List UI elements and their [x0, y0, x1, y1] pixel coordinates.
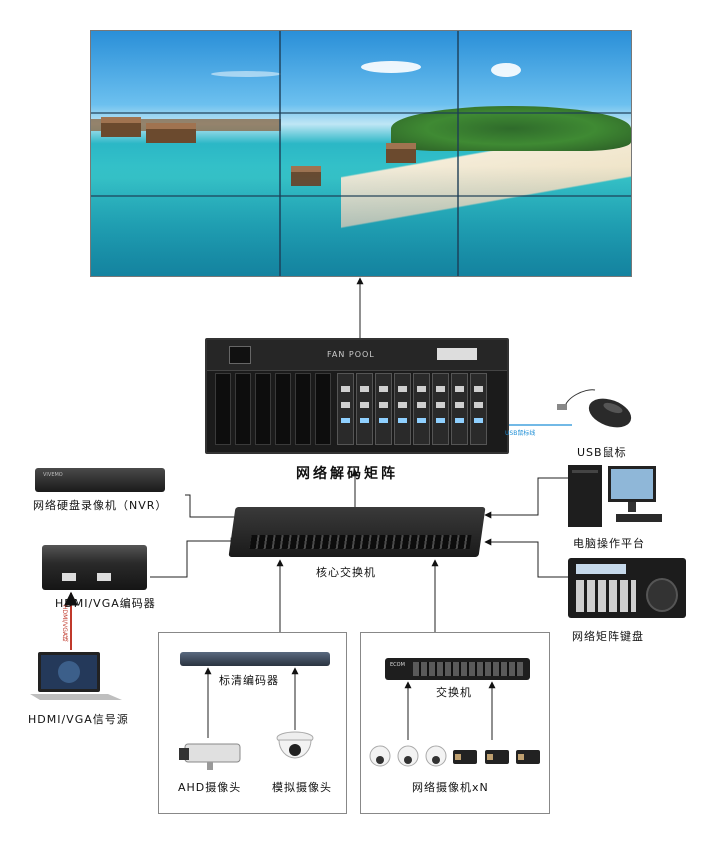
encoder-port: [62, 573, 76, 581]
hdmi-encoder-device: [42, 545, 147, 590]
nvr-brand: VIVEMO: [43, 472, 63, 478]
line-encoder-to-switch: [150, 537, 238, 578]
decoder-card: [470, 373, 487, 445]
cloud: [211, 71, 281, 77]
usb-mouse-label: USB鼠标: [577, 446, 627, 459]
network-camera-label: 网络摄像机xN: [412, 781, 489, 794]
line-keyboard-to-switch: [484, 538, 568, 578]
empty-slot: [215, 373, 231, 445]
empty-slot: [295, 373, 311, 445]
laptop-icon: [30, 652, 122, 700]
empty-slot: [235, 373, 251, 445]
water-villa: [386, 143, 416, 163]
hdmi-source-label: HDMI/VGA信号源: [28, 713, 129, 726]
video-wall: [90, 30, 632, 277]
pc-icon: [568, 465, 662, 527]
dome-camera-icon: [276, 731, 314, 759]
fan-pool-label: FAN POOL: [327, 350, 375, 359]
decoder-card: [375, 373, 392, 445]
water-villa: [101, 117, 141, 137]
power-switch: [229, 346, 251, 364]
sd-encoder-label: 标清编码器: [219, 674, 279, 687]
sea: [91, 165, 631, 276]
switch-device: ECOM: [385, 658, 530, 680]
empty-slot: [315, 373, 331, 445]
cloud: [491, 63, 521, 77]
water-villa: [146, 123, 196, 143]
core-switch-device: [228, 507, 486, 557]
switch-brand: ECOM: [390, 662, 405, 668]
hdmi-cable-label: HDMI/VGA线: [61, 605, 68, 642]
cloud: [361, 61, 421, 73]
core-switch-label: 核心交换机: [316, 566, 376, 579]
pc-label: 电脑操作平台: [573, 537, 645, 550]
decoder-card: [413, 373, 430, 445]
sd-encoder-device: [180, 652, 330, 666]
line-pc-to-switch: [484, 477, 568, 519]
decoder-card: [337, 373, 354, 445]
encoder-port: [97, 573, 111, 581]
nvr-device: VIVEMO: [35, 468, 165, 492]
line-nvr-to-switch: [185, 494, 251, 521]
matrix-keyboard-device: [568, 558, 686, 618]
screen-seam: [279, 31, 281, 276]
screen-seam: [457, 31, 459, 276]
analog-camera-label: 模拟摄像头: [272, 781, 332, 794]
matrix-top-panel: FAN POOL: [207, 340, 507, 371]
hdmi-encoder-label: HDMI/VGA编码器: [55, 597, 156, 610]
usb-cable-label: USB鼠标线: [505, 430, 536, 437]
switch-ports: [249, 535, 472, 549]
decoding-matrix: FAN POOL: [205, 338, 509, 454]
switch-ports: [413, 662, 523, 676]
decoder-card: [451, 373, 468, 445]
decoder-card: [394, 373, 411, 445]
matrix-label: 网络解码矩阵: [296, 466, 398, 482]
usb-mouse-icon: [557, 389, 632, 428]
keyboard-label: 网络矩阵键盘: [572, 630, 644, 643]
warning-label: [437, 348, 477, 360]
ahd-camera-label: AHD摄像头: [178, 781, 242, 794]
joystick: [646, 578, 678, 612]
keyboard-keys: [576, 580, 636, 612]
screen-seam: [91, 112, 631, 114]
empty-slot: [275, 373, 291, 445]
ahd-camera-icon: [179, 743, 241, 770]
decoder-card: [356, 373, 373, 445]
nvr-label: 网络硬盘录像机（NVR）: [33, 499, 168, 512]
keyboard-display: [576, 564, 626, 574]
network-cameras-icon: [369, 745, 540, 767]
switch-label: 交换机: [436, 686, 472, 699]
decoder-card: [432, 373, 449, 445]
screen-seam: [91, 195, 631, 197]
empty-slot: [255, 373, 271, 445]
